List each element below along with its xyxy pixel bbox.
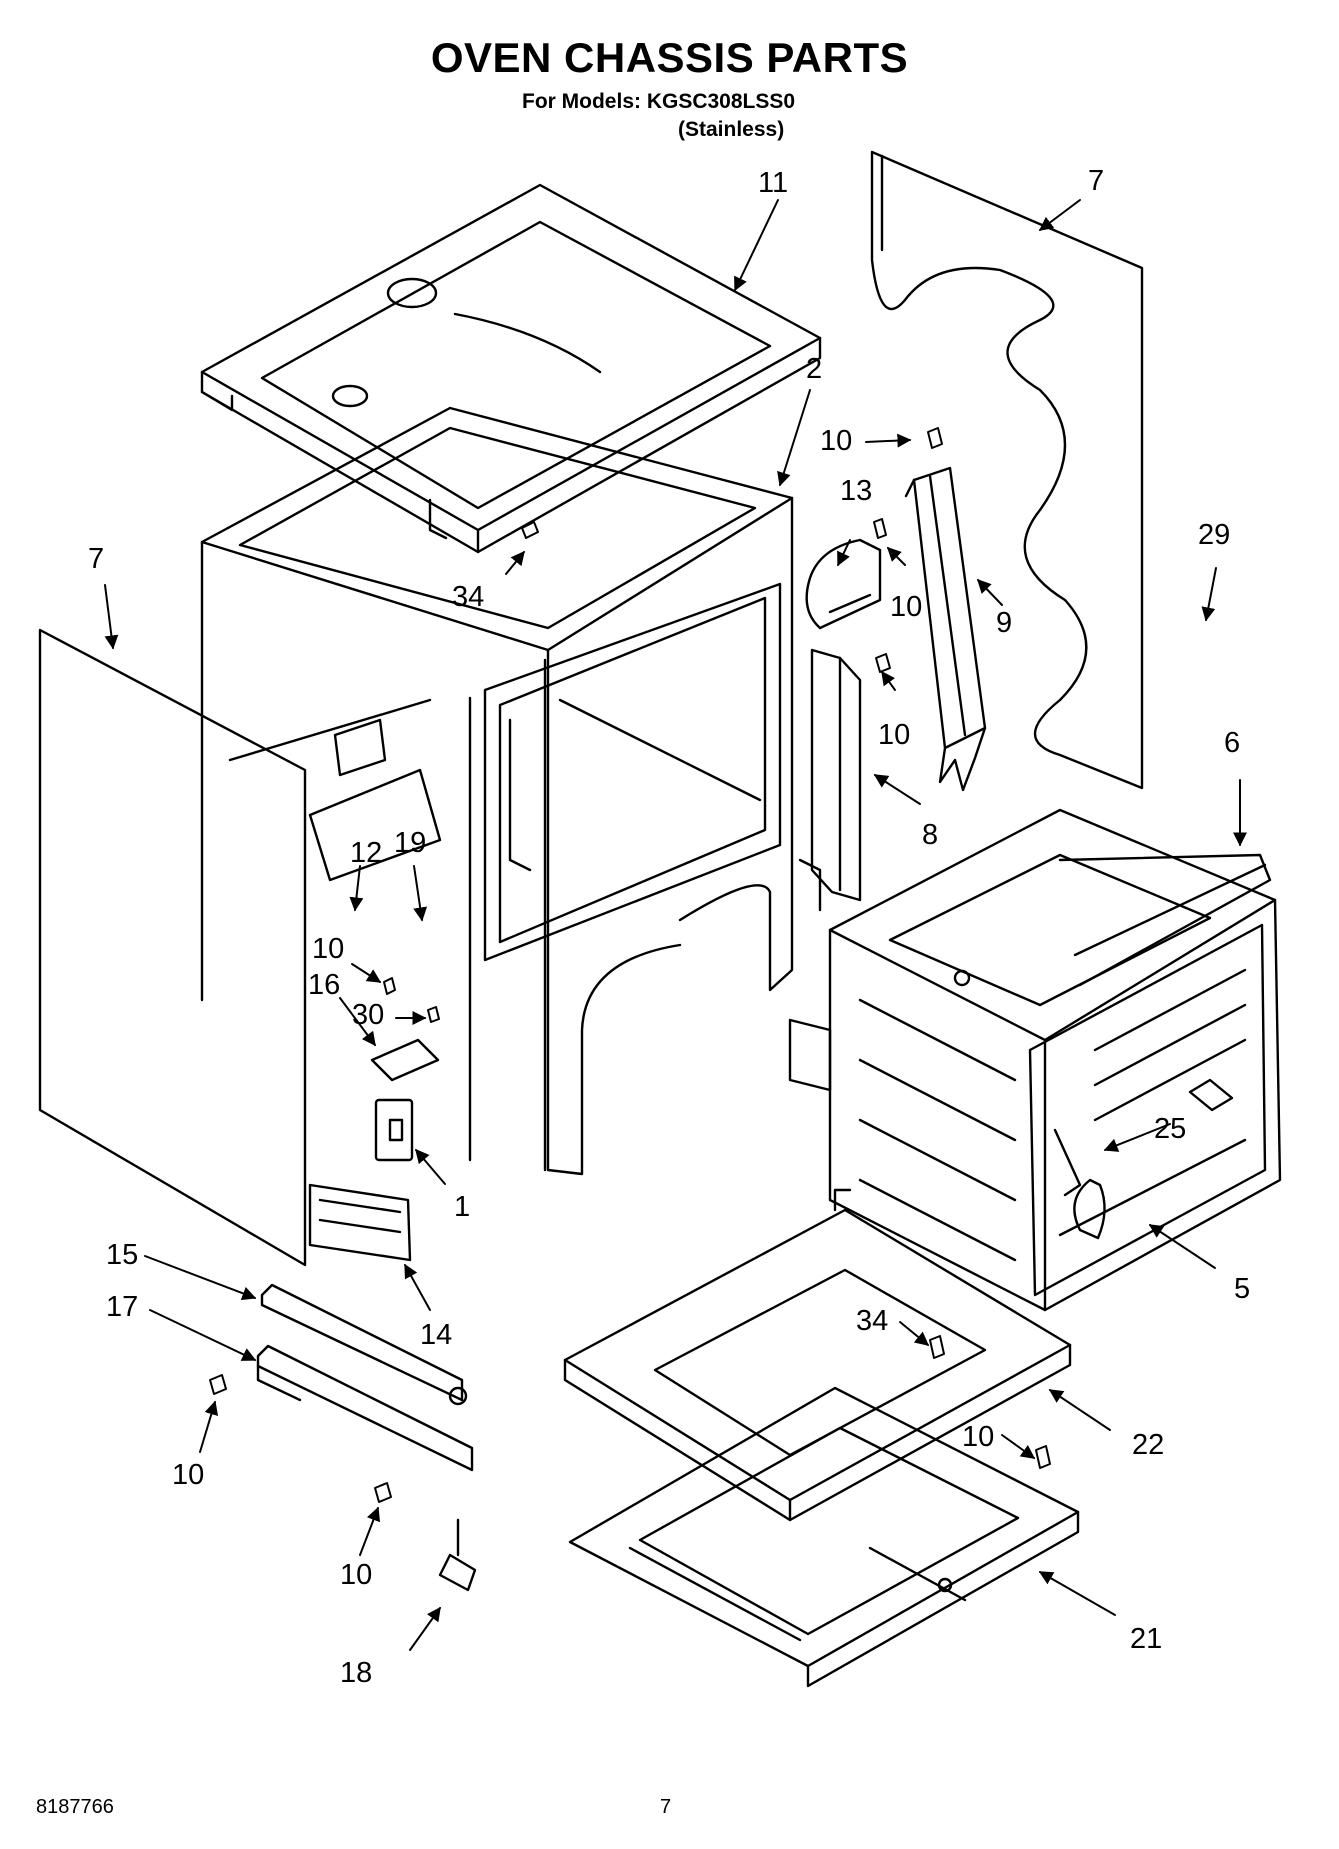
callout-6: 6 bbox=[1224, 727, 1240, 759]
callout-5: 5 bbox=[1234, 1273, 1250, 1305]
callout-10: 10 bbox=[878, 719, 910, 751]
cooktop-panel-part bbox=[200, 183, 822, 554]
callout-29: 29 bbox=[1198, 519, 1230, 551]
callout-10: 10 bbox=[312, 933, 344, 965]
callout-7-side: 7 bbox=[88, 543, 104, 575]
chassis-frame-part bbox=[200, 406, 794, 1176]
callout-8: 8 bbox=[922, 819, 938, 851]
callout-18: 18 bbox=[340, 1657, 372, 1689]
callout-13: 13 bbox=[840, 475, 872, 507]
leader-arrows bbox=[104, 199, 1247, 1651]
side-channel-part bbox=[798, 648, 862, 912]
callout-2: 2 bbox=[806, 353, 822, 385]
screw-icons bbox=[209, 427, 1051, 1503]
oven-cavity-part bbox=[788, 808, 1282, 1312]
callout-1: 1 bbox=[454, 1191, 470, 1223]
callout-12: 12 bbox=[350, 837, 382, 869]
callout-10: 10 bbox=[962, 1421, 994, 1453]
callout-10: 10 bbox=[340, 1559, 372, 1591]
callout-15: 15 bbox=[106, 1239, 138, 1271]
callout-34: 34 bbox=[856, 1305, 888, 1337]
callout-7-rear: 7 bbox=[1088, 165, 1104, 197]
callout-22: 22 bbox=[1132, 1429, 1164, 1461]
callout-30: 30 bbox=[352, 999, 384, 1031]
callout-14: 14 bbox=[420, 1319, 452, 1351]
page-title: OVEN CHASSIS PARTS bbox=[430, 34, 909, 81]
vertical-bracket-part bbox=[904, 466, 987, 792]
models-line: For Models: KGSC308LSS0 bbox=[522, 90, 796, 113]
callout-11: 11 bbox=[758, 167, 788, 199]
callout-10: 10 bbox=[890, 591, 922, 623]
page-number: 7 bbox=[660, 1796, 672, 1818]
callout-16: 16 bbox=[308, 969, 340, 1001]
document-number: 8187766 bbox=[36, 1796, 114, 1818]
callout-9: 9 bbox=[996, 607, 1012, 639]
callout-17: 17 bbox=[106, 1291, 138, 1323]
small-bracket-part bbox=[805, 538, 882, 630]
callout-10: 10 bbox=[172, 1459, 204, 1491]
vent-panel-part bbox=[563, 1188, 1072, 1522]
left-side-panel-part bbox=[38, 628, 307, 1267]
callout-19: 19 bbox=[394, 827, 426, 859]
rack-guide-part bbox=[1058, 853, 1272, 987]
callout-34: 34 bbox=[452, 581, 484, 613]
callout-labels: 11 7 2 10 13 29 34 7 10 9 10 6 8 12 19 1… bbox=[88, 165, 1250, 1689]
small-hardware bbox=[308, 1038, 1234, 1592]
lower-strip-part bbox=[256, 1344, 474, 1472]
callout-21: 21 bbox=[1130, 1623, 1162, 1655]
variant-label: (Stainless) bbox=[678, 118, 785, 141]
callout-10: 10 bbox=[820, 425, 852, 457]
rear-panel-part bbox=[870, 150, 1144, 790]
base-pan-part bbox=[568, 1386, 1080, 1688]
callout-25: 25 bbox=[1154, 1113, 1186, 1145]
trim-strip-part bbox=[260, 1283, 468, 1406]
